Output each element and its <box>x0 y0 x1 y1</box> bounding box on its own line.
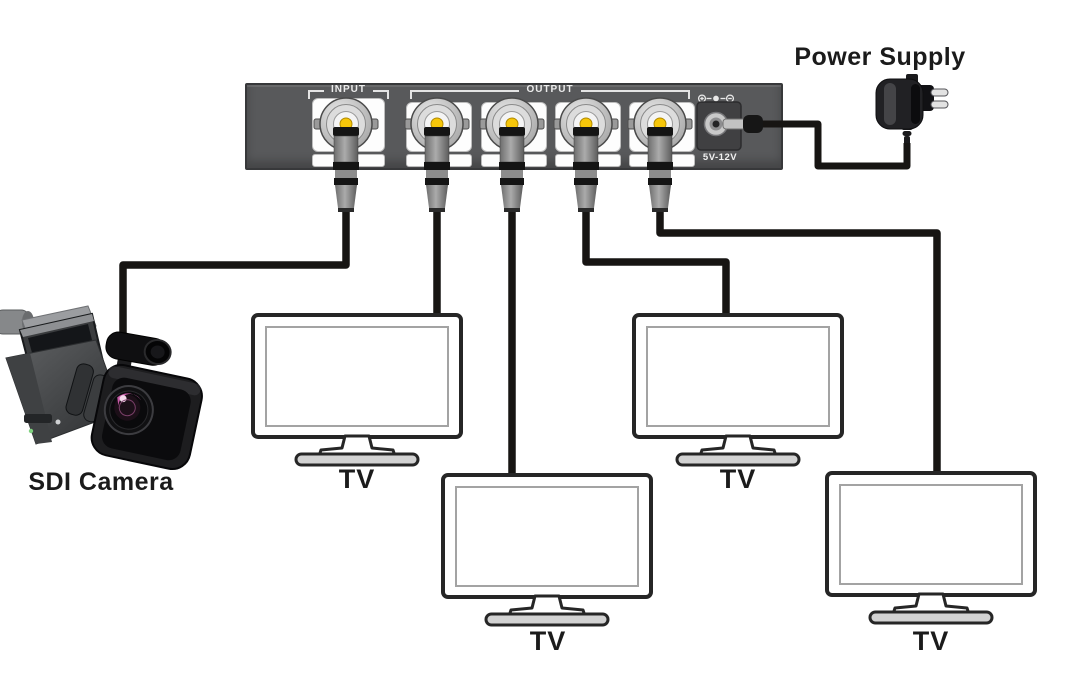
output-cable-plug-2 <box>498 126 526 213</box>
output-cable-plug-1 <box>423 126 451 213</box>
sdi-camera-illustration <box>0 305 203 471</box>
camera-viewfinder <box>105 331 172 370</box>
camera-lens-hood <box>90 363 203 471</box>
bracket-line <box>373 90 389 99</box>
bracket-line <box>410 90 520 99</box>
sdi-camera-label: SDI Camera <box>28 468 174 496</box>
output-cable-plug-4 <box>646 126 674 213</box>
panel-connectors <box>313 97 911 213</box>
power-supply-adapter <box>875 74 949 146</box>
power-supply-label: Power Supply <box>794 43 966 71</box>
splitter-front-panel: INPUT OUTPUT <box>245 83 911 213</box>
input-section-bracket: INPUT <box>308 84 389 99</box>
bracket-line <box>580 90 691 99</box>
tv-2-illustration <box>441 473 653 627</box>
tv-3-illustration <box>632 313 844 467</box>
output-section-label: OUTPUT <box>526 84 574 95</box>
tv-1-illustration <box>251 313 463 467</box>
cable-input-to-camera <box>119 195 350 344</box>
output-cable-plug-3 <box>572 126 600 213</box>
tv-4-label: TV <box>912 626 950 656</box>
output-section-bracket: OUTPUT <box>410 84 691 99</box>
tv-2-label: TV <box>529 626 567 656</box>
power-voltage-label: 5V-12V <box>702 152 738 163</box>
cable-output4-to-tv4 <box>656 195 941 480</box>
input-cable-plug <box>332 126 360 213</box>
dc-barrel-plug <box>722 115 763 133</box>
cable-output3-to-tv3 <box>582 195 730 322</box>
tv-1-label: TV <box>338 464 376 494</box>
tv-3-label: TV <box>719 464 757 494</box>
adapter-prong <box>930 88 949 97</box>
adapter-prong <box>930 100 949 109</box>
tv-4-illustration <box>825 471 1037 625</box>
input-section-label: INPUT <box>331 84 366 95</box>
cable-power-supply <box>758 120 911 170</box>
bracket-line <box>308 90 324 99</box>
